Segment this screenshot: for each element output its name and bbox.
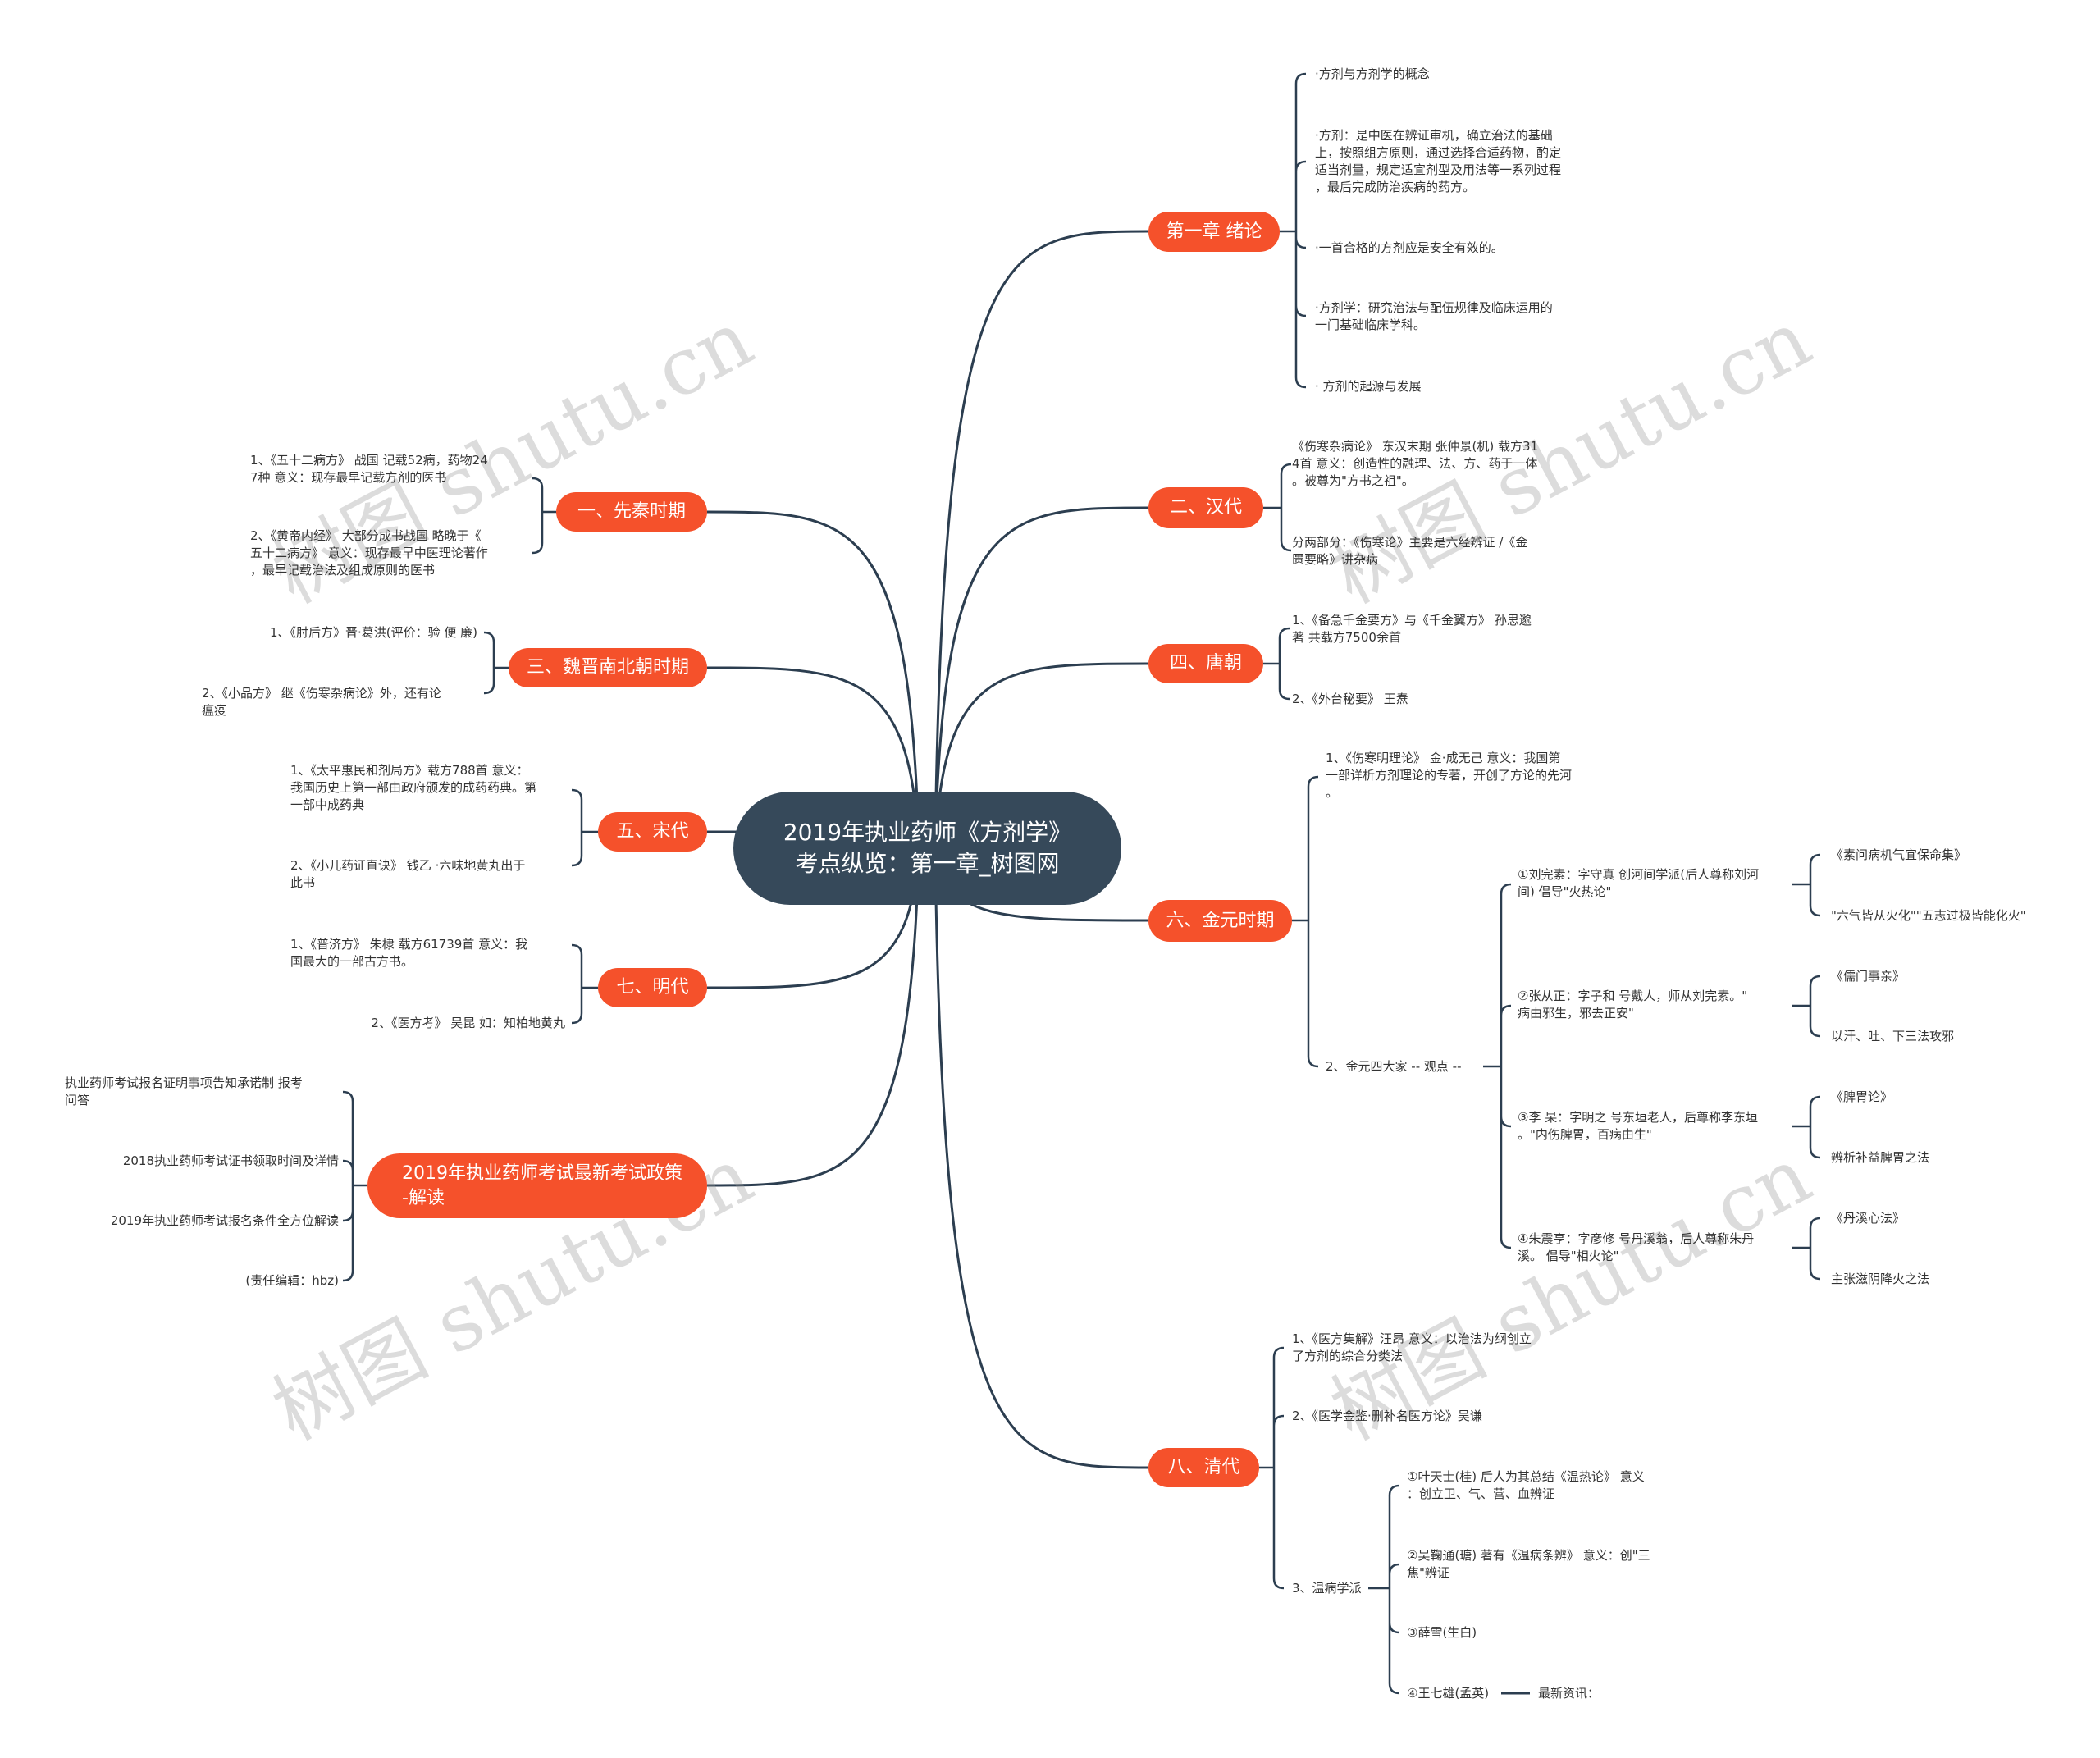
leaf-text: 最新资讯： xyxy=(1538,1686,1600,1701)
master-text: ③李 杲：字明之 号东垣老人，后尊称李东垣 。"内伤脾胃，百病由生" xyxy=(1518,1110,1758,1142)
leaf-text: 1、《太平惠民和剂局方》载方788首 意义： 我国历史上第一部由政府颁发的成药药… xyxy=(290,763,537,812)
branch-ch1-intro[interactable]: 第一章 绪论 xyxy=(1148,212,1280,252)
branch-curve xyxy=(706,847,920,1187)
bracket-connector xyxy=(571,788,598,867)
bracket-connector xyxy=(1259,1346,1285,1590)
leaf-text: 《脾胃论》 xyxy=(1831,1089,1893,1104)
school-text: ①叶天士(桂) 后人为其总结《温热论》 意义 ：创立卫、气、营、血辨证 xyxy=(1407,1469,1645,1501)
leaf-text: 2、《黄帝内经》 大部分成书战国 略晚于《 五十二病方》 意义：现存最早中医理论… xyxy=(250,528,488,578)
leaf-text: 辨析补益脾胃之法 xyxy=(1831,1150,1930,1165)
leaf-text: 主张滋阴降火之法 xyxy=(1831,1272,1930,1286)
leaf-text: · 方剂的起源与发展 xyxy=(1315,379,1422,394)
leaf-text: 2、《医方考》 吴昆 如：知柏地黄丸 xyxy=(371,1016,565,1030)
leaf-text: 1、《伤寒明理论》 金·成无己 意义：我国第 一部详析方剂理论的专著，开创了方论… xyxy=(1326,751,1573,800)
leaf-text: 2019年执业药师考试报名条件全方位解读 xyxy=(110,1213,339,1228)
branch-qing[interactable]: 八、清代 xyxy=(1148,1448,1259,1487)
leaf-text: 2、《医学金鉴·删补名医方论》吴谦 xyxy=(1292,1409,1482,1423)
leaf-text: 1、《医方集解》汪昂 意义：以治法为纲创立 了方剂的综合分类法 xyxy=(1292,1331,1532,1363)
school-text: ④王七雄(孟英) xyxy=(1407,1686,1490,1701)
branch-policy[interactable]: 2019年执业药师考试最新考试政策 -解读 xyxy=(368,1153,707,1218)
leaf-text: 执业药师考试报名证明事项告知承诺制 报考 问答 xyxy=(65,1075,303,1107)
bracket-connector xyxy=(483,631,509,695)
master-text: ①刘完素：字守真 创河间学派(后人尊称刘河 间) 倡导"火热论" xyxy=(1518,867,1760,899)
leaf-text: ·方剂与方剂学的概念 xyxy=(1315,66,1430,81)
leaf-text: 1、《肘后方》晋·葛洪(评价：验 便 廉) xyxy=(269,625,477,640)
bracket-connector xyxy=(571,943,598,1025)
branch-curve xyxy=(934,662,1149,849)
branch-curve xyxy=(706,666,920,849)
bracket-connector xyxy=(532,477,556,555)
branch-song[interactable]: 五、宋代 xyxy=(598,812,707,852)
leaf-text: "六气皆从火化""五志过极皆能化火" xyxy=(1831,908,2026,923)
leaf-text: 以汗、吐、下三法攻邪 xyxy=(1831,1029,1955,1043)
branch-curve xyxy=(934,506,1149,849)
leaf-text: ·一首合格的方剂应是安全有效的。 xyxy=(1315,240,1504,255)
leaf-text: 《素问病机气宜保命集》 xyxy=(1831,847,1967,862)
leaf-text: 分两部分：《伤寒论》主要是六经辨证 /《金 匮要略》讲杂病 xyxy=(1292,535,1528,567)
branch-curve xyxy=(706,510,920,849)
branch-ming[interactable]: 七、明代 xyxy=(598,968,707,1007)
branch-jinyuan[interactable]: 六、金元时期 xyxy=(1148,900,1292,942)
leaf-text: 1、《备急千金要方》与《千金翼方》 孙思邈 著 共载方7500余首 xyxy=(1292,613,1532,645)
master-text: ②张从正：字子和 号戴人，师从刘完素。" 病由邪生，邪去正安" xyxy=(1518,989,1748,1021)
bracket-connector xyxy=(1483,883,1512,1249)
leaf-text: 2、《小品方》 继《伤寒杂病论》外，还有论 瘟疫 xyxy=(202,686,441,718)
bracket-connector xyxy=(1792,1095,1821,1159)
branch-han[interactable]: 二、汉代 xyxy=(1148,487,1263,528)
bracket-connector xyxy=(1279,72,1307,389)
leaf-text: 2018执业药师考试证书领取时间及详情 xyxy=(122,1153,339,1168)
branch-curve xyxy=(934,847,1149,1469)
leaf-text: ·方剂：是中医在辨证审机，确立治法的基础 上，按照组方原则，通过选择合适药物，酌… xyxy=(1315,128,1562,194)
bracket-connector xyxy=(1792,1217,1821,1281)
bracket-connector xyxy=(1263,627,1290,701)
bracket-connector xyxy=(1368,1484,1400,1695)
leaf-text: 1、《五十二病方》 战国 记载52病，药物24 7种 意义：现存最早记载方剂的医… xyxy=(250,453,488,485)
branch-tang[interactable]: 四、唐朝 xyxy=(1148,644,1263,683)
school-text: ②吴鞠通(瑭) 著有《温病条辨》 意义：创"三 焦"辨证 xyxy=(1407,1548,1650,1580)
leaf-text: 2、金元四大家 -- 观点 -- xyxy=(1326,1059,1462,1074)
bracket-connector xyxy=(1263,463,1292,552)
bracket-connector xyxy=(342,1090,368,1282)
central-topic[interactable]: 2019年执业药师《方剂学》考点纵览：第一章_树图网 xyxy=(733,792,1121,905)
leaf-text: ·方剂学：研究治法与配伍规律及临床运用的 一门基础临床学科。 xyxy=(1315,300,1553,332)
branch-xianqin[interactable]: 一、先秦时期 xyxy=(556,492,707,532)
leaf-text: 《丹溪心法》 xyxy=(1831,1211,1906,1226)
branch-curve xyxy=(934,230,1149,849)
master-text: ④朱震亨：字彦修 号丹溪翁，后人尊称朱丹 溪。 倡导"相火论" xyxy=(1518,1231,1755,1263)
leaf-text: 2、《外台秘要》 王焘 xyxy=(1292,692,1408,706)
leaf-text: 《儒门事亲》 xyxy=(1831,969,1906,984)
leaf-text: 1、《普济方》 朱棣 载方61739首 意义：我 国最大的一部古方书。 xyxy=(290,937,528,969)
school-text: ③薛雪(生白) xyxy=(1407,1625,1477,1640)
bracket-connector xyxy=(1292,775,1319,1068)
leaf-text: 2、《小儿药证直诀》 钱乙 ·六味地黄丸出于 此书 xyxy=(290,858,526,890)
bracket-connector xyxy=(1792,853,1821,917)
leaf-text: (责任编辑：hbz) xyxy=(245,1273,339,1288)
branch-weijin[interactable]: 三、魏晋南北朝时期 xyxy=(509,648,707,687)
bracket-connector xyxy=(1792,975,1821,1038)
leaf-text: 3、温病学派 xyxy=(1292,1581,1362,1596)
leaf-text: 《伤寒杂病论》 东汉末期 张仲景(机) 载方31 4首 意义：创造性的融理、法、… xyxy=(1292,439,1539,488)
